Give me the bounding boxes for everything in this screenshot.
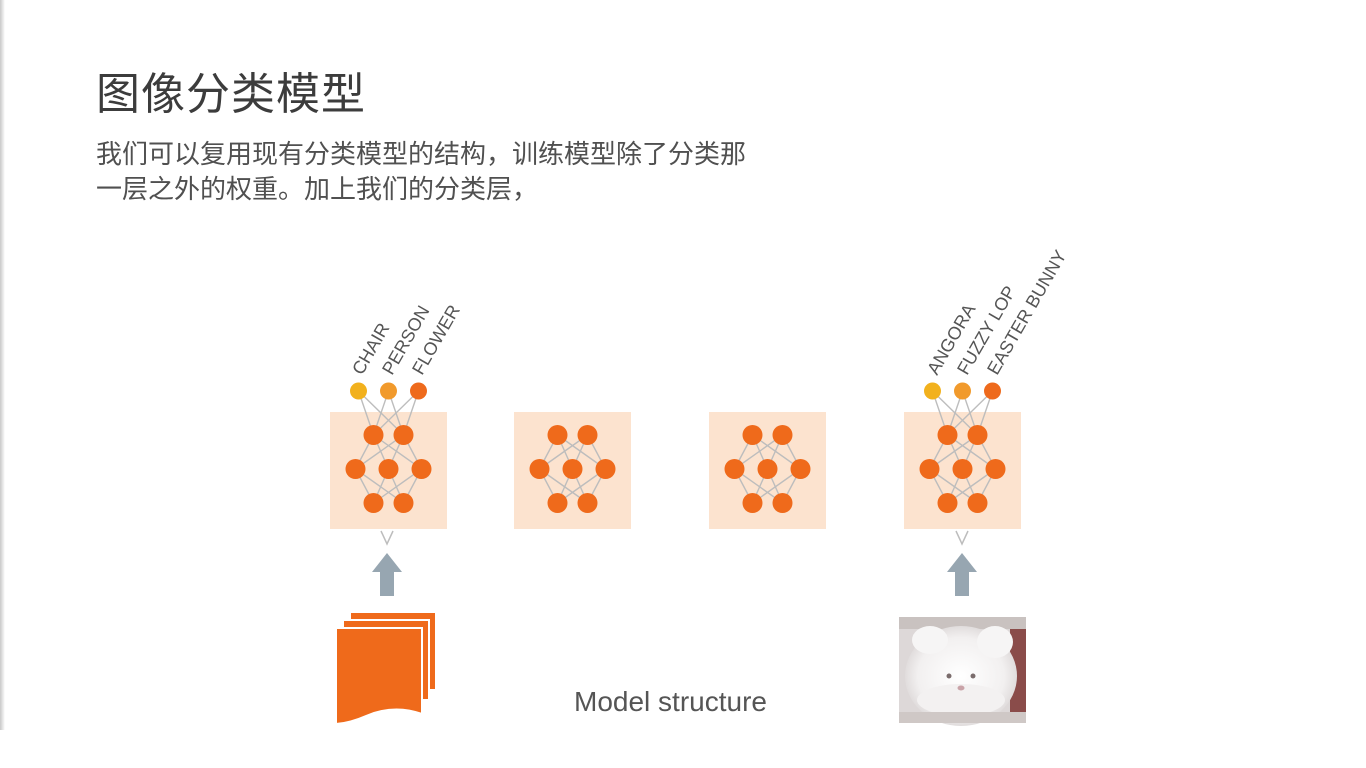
network-node [790, 459, 811, 479]
network-node [952, 459, 973, 479]
network-node [937, 425, 958, 445]
network-node [547, 425, 568, 445]
network-node [919, 459, 940, 479]
network-node [577, 425, 598, 445]
slide-edge-shadow [0, 0, 5, 730]
output-node [984, 382, 1001, 400]
output-node [350, 382, 367, 400]
output-node [410, 382, 427, 400]
output-node [380, 382, 397, 400]
network-node [562, 459, 583, 479]
network-node [547, 493, 568, 513]
slide-body-text: 我们可以复用现有分类模型的结构，训练模型除了分类那 一层之外的权重。加上我们的分… [96, 138, 876, 208]
left-output-layer: CHAIR PERSON FLOWER [348, 301, 464, 378]
network-node [772, 493, 793, 513]
network-node [772, 425, 793, 445]
document-stack-icon [335, 611, 437, 726]
network-node [393, 425, 414, 445]
network-node [363, 493, 384, 513]
network-node [393, 493, 414, 513]
network-node [577, 493, 598, 513]
right-input-arrow [947, 530, 977, 596]
diagram-caption: Model structure [574, 686, 767, 717]
body-line-1: 我们可以复用现有分类模型的结构，训练模型除了分类那 [96, 140, 747, 170]
network-node [985, 459, 1006, 479]
network-block-4 [904, 382, 1021, 529]
network-node [967, 493, 988, 513]
network-node [595, 459, 616, 479]
left-input-arrow [372, 530, 402, 596]
network-node [411, 459, 432, 479]
network-node [742, 493, 763, 513]
slide-title: 图像分类模型 [96, 69, 366, 120]
network-node [967, 425, 988, 445]
white-rabbit-photo [899, 617, 1026, 726]
network-node [757, 459, 778, 479]
connection-line [947, 390, 993, 436]
network-node [529, 459, 550, 479]
network-block-3 [709, 412, 826, 529]
network-node [937, 493, 958, 513]
body-line-2: 一层之外的权重。加上我们的分类层， [96, 175, 539, 205]
network-node [363, 425, 384, 445]
network-node [378, 459, 399, 479]
output-node [924, 382, 941, 400]
model-blocks [330, 382, 1021, 529]
network-node [742, 425, 763, 445]
connection-line [373, 390, 419, 436]
output-node [954, 382, 971, 400]
network-node [724, 459, 745, 479]
network-block-2 [514, 412, 631, 529]
right-output-layer: ANGORA FUZZY LOP EASTER BUNNY [923, 247, 1070, 378]
network-block-1 [330, 382, 447, 529]
network-node [345, 459, 366, 479]
